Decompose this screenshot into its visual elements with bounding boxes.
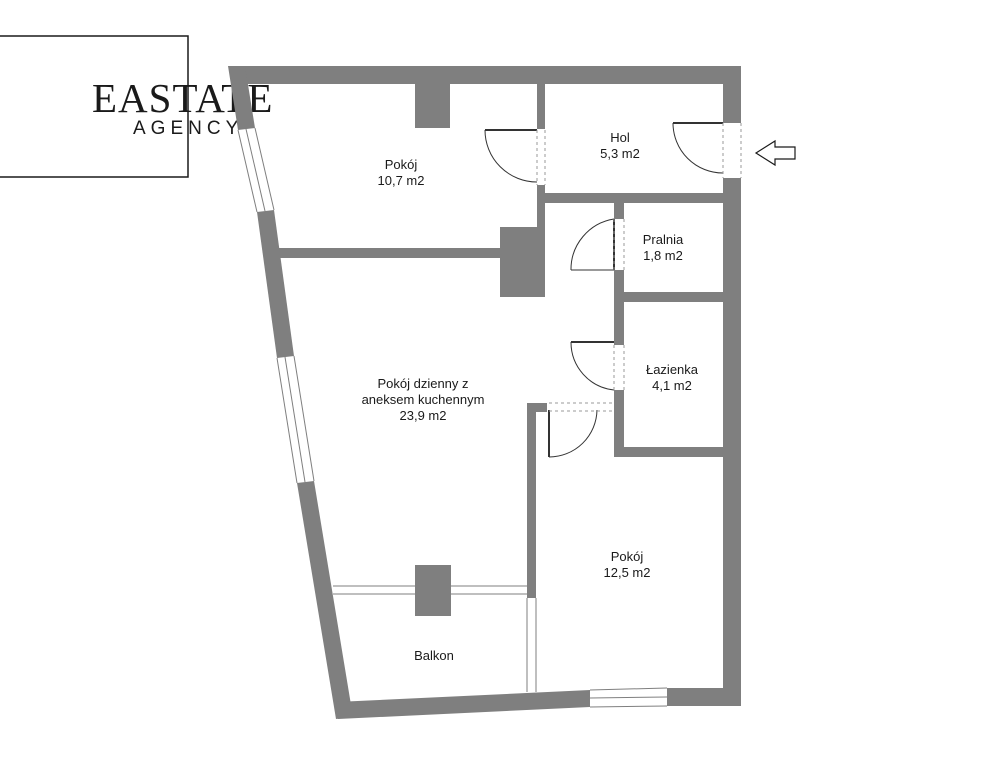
wall-pralnia-left-bottom: [614, 270, 624, 345]
pralnia-area: 1,8 m2: [643, 248, 683, 263]
logo-frame: [0, 35, 189, 178]
arrow-left-icon: [754, 139, 796, 167]
wall-pokoj2-top: [527, 403, 547, 412]
lazienka-name: Łazienka: [646, 362, 699, 377]
wall-pokoj2-left: [527, 403, 536, 598]
column-top: [415, 84, 450, 128]
windows: [237, 127, 668, 708]
balcony-boundary: [333, 585, 537, 692]
lazienka-area: 4,1 m2: [652, 378, 692, 393]
outer-walls: [228, 66, 741, 719]
left-wall-a: [228, 66, 255, 130]
pokoj-1-name: Pokój: [385, 157, 418, 172]
pralnia-name: Pralnia: [643, 232, 684, 247]
column-mid: [500, 227, 545, 297]
pokoj-2-name: Pokój: [611, 549, 644, 564]
right-wall-bottom: [723, 178, 741, 706]
pokoj-2-area: 12,5 m2: [604, 565, 651, 580]
logo: EASTATE AGENCY: [0, 35, 272, 178]
wall-lazienka-left: [614, 390, 624, 457]
logo-sub-text: AGENCY: [133, 118, 243, 139]
top-wall: [228, 66, 741, 84]
wall-lazienka-bottom: [614, 447, 723, 457]
column-balkon: [415, 565, 451, 616]
hol-area: 5,3 m2: [600, 146, 640, 161]
bottom-wall-left: [336, 690, 590, 719]
room-labels: Pokój 10,7 m2 Hol 5,3 m2 Pralnia 1,8 m2 …: [362, 130, 699, 663]
pokoj-1-area: 10,7 m2: [378, 173, 425, 188]
wall-pokoj-hol-upper: [537, 84, 545, 129]
wall-pralnia-left-top: [614, 193, 624, 219]
interior-walls: [274, 84, 723, 616]
wall-pralnia-lazienka: [614, 292, 723, 302]
wall-hol-bottom: [545, 193, 723, 203]
bottom-wall-right: [667, 688, 741, 706]
hol-name: Hol: [610, 130, 630, 145]
doors: [484, 122, 742, 458]
wall-pokoj-bottom: [274, 248, 537, 258]
living-name-line1: Pokój dzienny z: [377, 376, 468, 391]
balkon-name: Balkon: [414, 648, 454, 663]
living-name-line2: aneksem kuchennym: [362, 392, 485, 407]
right-wall-top: [723, 66, 741, 123]
left-wall-b: [257, 210, 294, 358]
left-wall-c: [297, 481, 353, 719]
living-area: 23,9 m2: [400, 408, 447, 423]
